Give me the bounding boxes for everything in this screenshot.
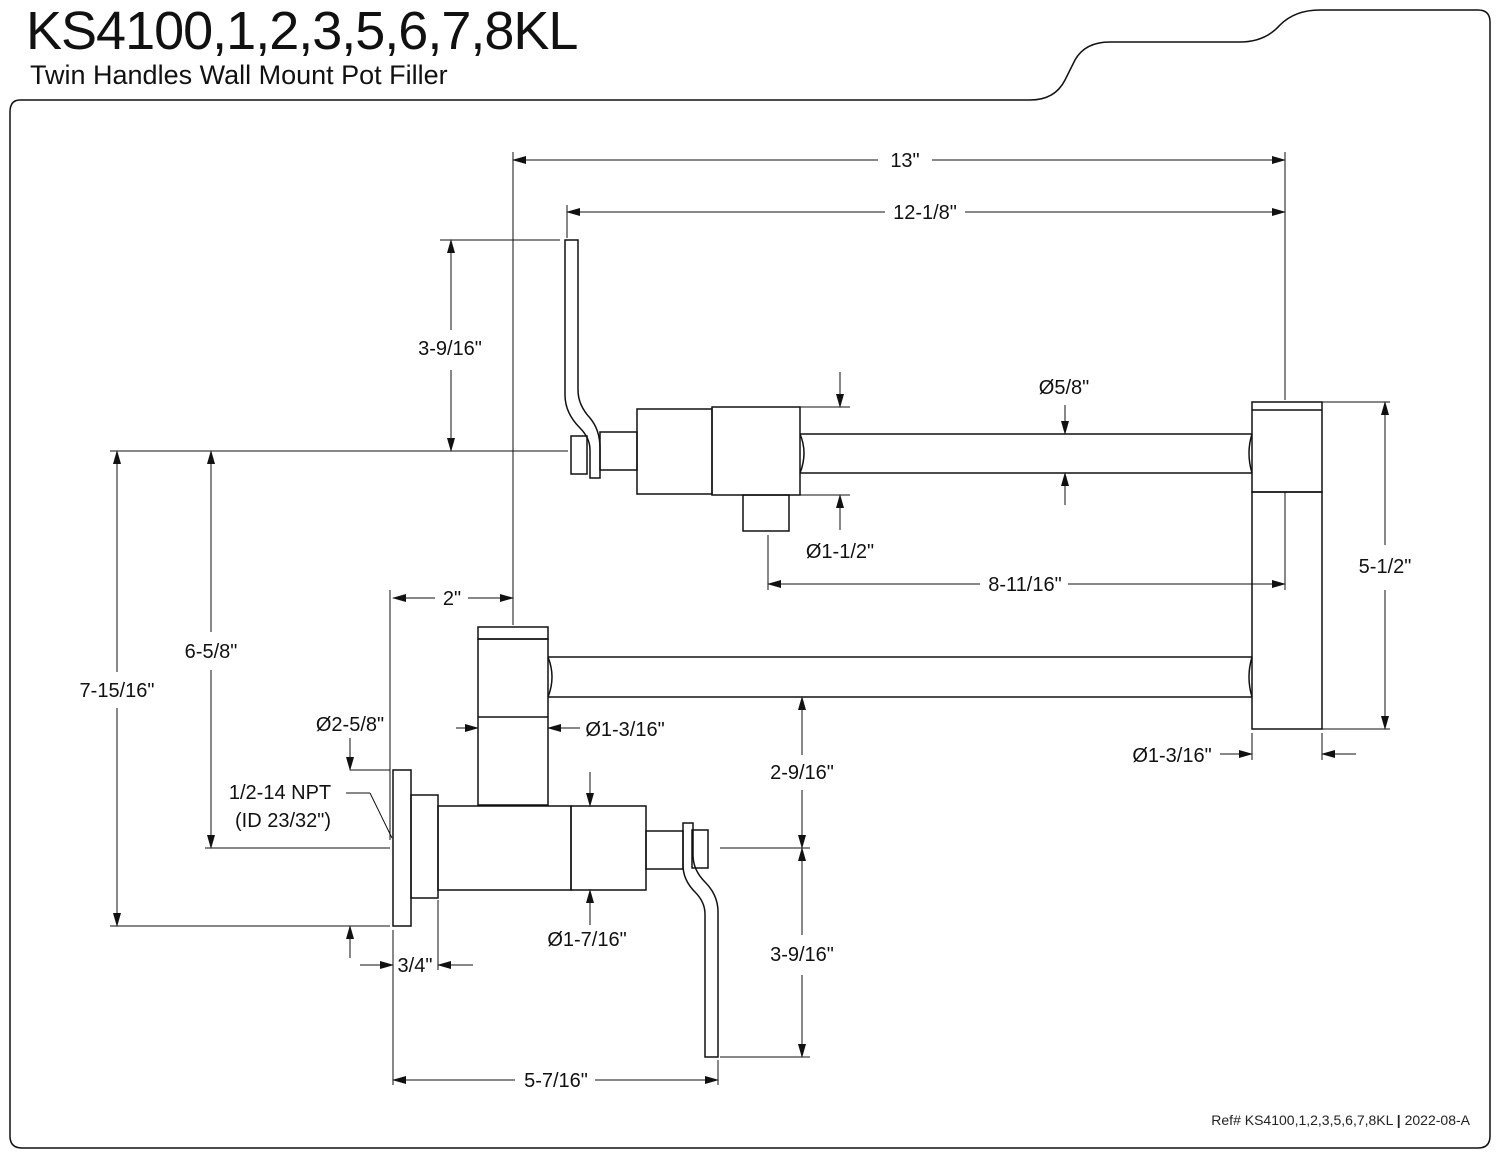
dim-overall-width: 13" — [890, 150, 919, 172]
wall-flange — [392, 769, 412, 927]
swivel-column — [1251, 491, 1323, 730]
dim-spout-length: 12-1/8" — [893, 202, 957, 224]
dim-spout-tube-dia: Ø5/8" — [1039, 377, 1089, 399]
flange-collar — [410, 794, 439, 899]
lower-handle-nut — [691, 829, 709, 869]
ref-separator: | — [1396, 1112, 1401, 1128]
dim-arm-to-inlet: 2-9/16" — [770, 762, 834, 784]
lower-tube — [548, 656, 1252, 698]
dim-upper-handle-height: 3-9/16" — [418, 338, 482, 360]
swivel-housing-top — [1251, 401, 1323, 493]
dim-flange-thickness: 3/4" — [398, 955, 433, 977]
ref-prefix: Ref# — [1211, 1112, 1245, 1128]
upper-valve-cap — [636, 408, 713, 495]
lower-stem — [645, 830, 684, 870]
ref-revision: 2022-08-A — [1404, 1112, 1470, 1128]
extension-lines — [110, 152, 1390, 1085]
dimension-labels: 13" 12-1/8" 3-9/16" Ø5/8" Ø1-1/2" 8-11/1… — [80, 150, 1412, 1092]
dim-lower-handle-height: 3-9/16" — [770, 944, 834, 966]
dim-wall-offset: 2" — [443, 588, 461, 610]
dim-upper-body-dia: Ø1-1/2" — [806, 541, 874, 563]
lower-handle-lever — [682, 822, 719, 1058]
upper-handle-nut — [570, 435, 588, 475]
dim-flange-dia: Ø2-5/8" — [316, 714, 384, 736]
dim-swivel-height: 5-1/2" — [1359, 556, 1412, 578]
upper-stem — [599, 431, 638, 471]
dim-total-height: 7-15/16" — [80, 680, 155, 702]
upper-valve-body — [711, 406, 801, 496]
thread-spec-line2: (ID 23/32") — [235, 810, 331, 832]
upper-handle-lever — [564, 239, 601, 479]
thread-spec-line1: 1/2-14 NPT — [229, 782, 331, 804]
reference-footer: Ref# KS4100,1,2,3,5,6,7,8KL | 2022-08-A — [1211, 1112, 1470, 1128]
sheet-border — [9, 9, 1491, 1149]
lower-valve-cap — [570, 805, 647, 891]
dim-valve-body-dia: Ø1-7/16" — [547, 929, 626, 951]
dim-upper-arm-span: 8-11/16" — [988, 574, 1061, 596]
dim-inlet-center-height: 6-5/8" — [185, 641, 238, 663]
dim-elbow-dia: Ø1-3/16" — [585, 719, 664, 741]
dim-swivel-dia: Ø1-3/16" — [1132, 745, 1211, 767]
model-number-title: KS4100,1,2,3,5,6,7,8KL — [26, 1, 578, 61]
dim-lower-projection: 5-7/16" — [524, 1070, 588, 1092]
upper-tube — [800, 433, 1252, 474]
elbow-body — [477, 638, 549, 806]
faucet-outline — [392, 239, 1323, 1058]
lower-valve-body — [437, 805, 572, 891]
upper-outlet — [742, 494, 790, 532]
product-subtitle: Twin Handles Wall Mount Pot Filler — [30, 60, 448, 90]
ref-model: KS4100,1,2,3,5,6,7,8KL — [1244, 1112, 1393, 1128]
dimension-arrows — [113, 156, 1389, 1084]
elbow-cap — [477, 626, 549, 640]
